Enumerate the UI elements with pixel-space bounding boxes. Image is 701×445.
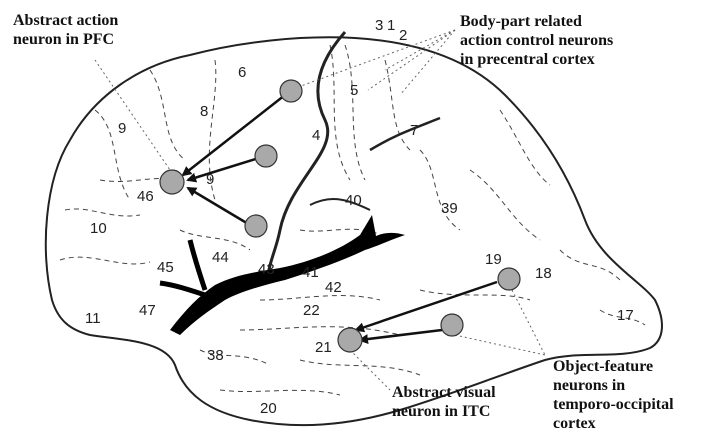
area-39: 39 bbox=[441, 200, 458, 217]
area-41: 41 bbox=[302, 264, 319, 281]
area-19: 19 bbox=[485, 251, 502, 268]
area-5: 5 bbox=[350, 82, 358, 99]
area-38: 38 bbox=[207, 347, 224, 364]
area-4: 4 bbox=[312, 127, 320, 144]
neuron-temporo-a bbox=[498, 268, 520, 290]
label-precentral-line1: Body-part related bbox=[460, 12, 613, 31]
label-temporo: Object-feature neurons in temporo-occipi… bbox=[553, 357, 674, 433]
label-pfc-line2: neuron in PFC bbox=[13, 30, 118, 49]
area-11: 11 bbox=[85, 310, 101, 327]
area-7: 7 bbox=[410, 122, 418, 139]
neuron-precentral-mid bbox=[255, 145, 277, 167]
area-20: 20 bbox=[260, 400, 277, 417]
area-47: 47 bbox=[139, 302, 156, 319]
area-1: 1 bbox=[387, 17, 395, 34]
label-temporo-line1: Object-feature bbox=[553, 357, 674, 376]
area-43: 43 bbox=[258, 261, 275, 278]
area-21: 21 bbox=[315, 339, 332, 356]
label-precentral: Body-part related action control neurons… bbox=[460, 12, 613, 69]
area-8: 8 bbox=[200, 103, 208, 120]
label-precentral-line3: in precentral cortex bbox=[460, 50, 613, 69]
label-temporo-line2: neurons in bbox=[553, 376, 674, 395]
label-precentral-line2: action control neurons bbox=[460, 31, 613, 50]
area-9-mid: 9 bbox=[206, 171, 214, 188]
area-42: 42 bbox=[325, 279, 342, 296]
label-pfc: Abstract action neuron in PFC bbox=[13, 11, 118, 49]
area-45: 45 bbox=[157, 259, 174, 276]
area-44: 44 bbox=[212, 249, 229, 266]
neuron-itc bbox=[338, 328, 362, 352]
area-10: 10 bbox=[90, 220, 107, 237]
area-9-top: 9 bbox=[118, 120, 126, 137]
area-18: 18 bbox=[535, 265, 552, 282]
area-40: 40 bbox=[345, 192, 362, 209]
neuron-precentral-top bbox=[280, 80, 302, 102]
neuron-precentral-low bbox=[245, 215, 267, 237]
neuron-temporo-b bbox=[441, 314, 463, 336]
label-itc: Abstract visual neuron in ITC bbox=[392, 383, 496, 421]
area-6: 6 bbox=[238, 64, 246, 81]
area-17: 17 bbox=[617, 307, 634, 324]
label-pfc-line1: Abstract action bbox=[13, 11, 118, 30]
area-46: 46 bbox=[137, 188, 154, 205]
label-itc-line2: neuron in ITC bbox=[392, 402, 496, 421]
label-temporo-line4: cortex bbox=[553, 414, 674, 433]
area-22: 22 bbox=[303, 302, 320, 319]
area-2: 2 bbox=[399, 27, 407, 44]
label-itc-line1: Abstract visual bbox=[392, 383, 496, 402]
neuron-pfc bbox=[160, 170, 184, 194]
area-3: 3 bbox=[375, 17, 383, 34]
label-temporo-line3: temporo-occipital bbox=[553, 395, 674, 414]
